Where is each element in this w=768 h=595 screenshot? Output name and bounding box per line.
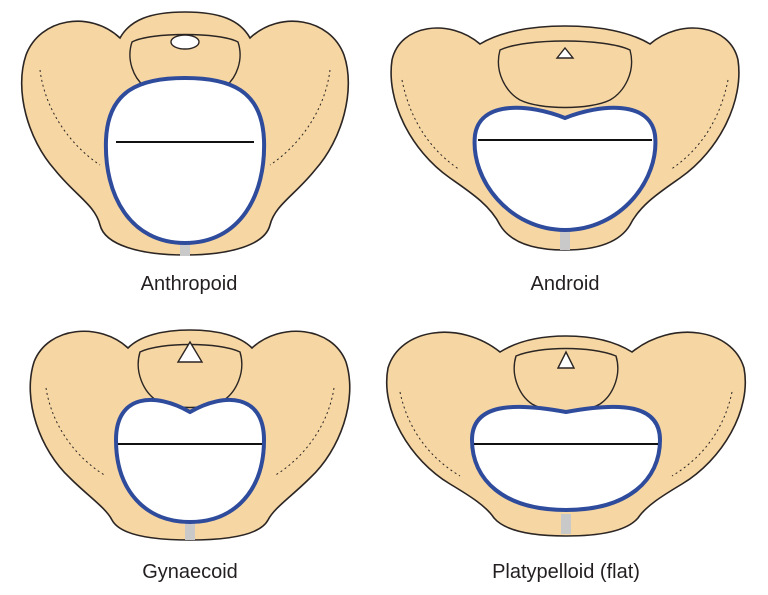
sacrum-outline <box>513 347 619 413</box>
panel-label: Anthropoid <box>141 273 238 295</box>
pelvis-anthropoid: Anthropoid <box>20 11 350 295</box>
iliac-crest-line <box>399 391 461 477</box>
pelvic-inlet <box>469 404 663 513</box>
sacral-canal <box>556 350 576 369</box>
pelvic-inlet <box>103 75 267 246</box>
iliac-crest-line <box>45 387 107 477</box>
sacral-canal <box>555 46 575 59</box>
pubic-symphysis <box>560 232 570 250</box>
pelvis-platypelloid: Platypelloid (flat) <box>386 331 746 583</box>
pubic-symphysis <box>185 520 195 540</box>
pelvic-inlet <box>113 398 267 525</box>
panel-label: Android <box>531 273 600 295</box>
pelvis-android: Android <box>390 25 740 295</box>
iliac-crest-line <box>669 79 729 171</box>
pubic-symphysis <box>561 514 571 534</box>
iliac-crest-line <box>401 79 461 171</box>
panel-label: Gynaecoid <box>142 561 238 583</box>
panel-label: Platypelloid (flat) <box>492 561 640 583</box>
pelvic-inlet <box>472 105 658 233</box>
sacral-canal <box>170 34 200 50</box>
sacral-canal <box>176 340 204 363</box>
pelvis-gynaecoid: Gynaecoid <box>29 329 351 583</box>
sacrum-outline <box>497 40 633 109</box>
iliac-crest-line <box>671 391 733 477</box>
iliac-crest-line <box>273 387 335 477</box>
pubic-symphysis <box>180 238 190 256</box>
